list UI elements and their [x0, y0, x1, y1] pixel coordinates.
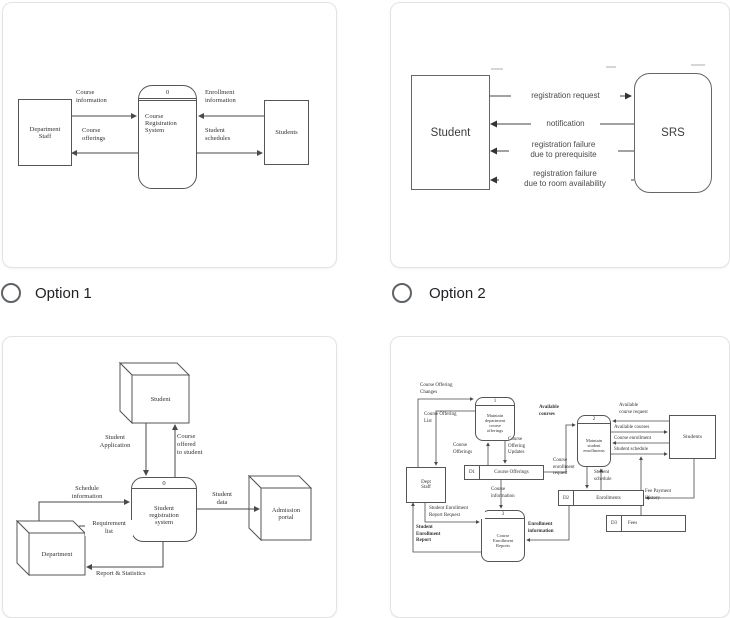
flow-label-course-offering-list: Course Offering List [424, 412, 457, 424]
process-course-enrollment-reports: 3 Course Enrollment Reports [481, 510, 525, 562]
datastore-enrollments: D2 Enrollments [558, 490, 644, 506]
datastore2-id: D2 [559, 491, 574, 505]
entity-admission-portal-cube: Admission portal [271, 507, 301, 521]
radio-option2[interactable] [392, 283, 412, 303]
flow-label-available-course-request: Available course request [619, 403, 648, 415]
flow-label-registration-failure-room: registration failure due to room availab… [499, 169, 631, 190]
flow-label-registration-request: registration request [511, 91, 620, 102]
process1-number: 1 [476, 398, 514, 406]
entity-students: Students [669, 415, 716, 459]
flow-label-available-courses: Available courses [539, 405, 559, 417]
flow-label-enrollment-information: Enrollment information [205, 89, 236, 105]
process-number: 0 [139, 86, 196, 101]
flow-label-course-information: Course information [491, 487, 515, 499]
process-number: 0 [132, 478, 196, 489]
datastore1-name: Course Offerings [494, 470, 529, 475]
flow-label-course-offering-changes: Course Offering Changes [420, 383, 453, 395]
entity-student-cube: Student [150, 395, 171, 403]
process-student-registration-system: 0 Student registration system [131, 477, 197, 542]
datastore3-id: D3 [607, 516, 622, 531]
flow-label-student-data: Student data [212, 491, 232, 507]
process-label: Student registration system [149, 504, 179, 526]
flow-label-student-schedules: Student schedules [205, 127, 231, 143]
flow-label-course-information: Course information [76, 89, 107, 105]
process3-number: 3 [482, 511, 524, 519]
flow-label-course-offerings: Course offerings [82, 127, 106, 143]
flow-label-course-offered: Course offered to student [177, 433, 203, 457]
flow-label-registration-failure-prerequisite: registration failure due to prerequisite [509, 140, 618, 161]
entity-department-cube: Department [41, 550, 73, 558]
process3-label: Course Enrollment Reports [492, 532, 514, 548]
datastore-course-offerings: D1 Course Offerings [464, 465, 544, 480]
flow-label-student-schedule-out: Student schedule [614, 447, 649, 452]
process1-label: Maintain department course offerings [484, 413, 506, 433]
process2-number: 2 [578, 416, 610, 424]
flow-label-enrollment-report-request: Student Enrollment Report Request [429, 506, 485, 519]
entity-department-staff: Department Staff [18, 99, 72, 166]
flow-label-notification: notification [531, 119, 600, 130]
datastore-fees: D3 Fees [606, 515, 686, 532]
flow-label-course-enrollment: Course enrollment [614, 436, 652, 441]
process-course-registration-system: 0 Course Registration System [138, 85, 197, 189]
option2-diagram-card: Student SRS registration request notific… [390, 2, 730, 268]
entity-students: Students [264, 100, 309, 165]
flow-label-enrollment-report: Student Enrollment Report [416, 525, 441, 543]
option4-diagram-card: 1 Maintain department course offerings 2… [390, 336, 730, 618]
flow-label-course-enrollment-request: Course enrollment request [553, 458, 575, 476]
process-srs: SRS [634, 73, 712, 193]
process2-label: Maintain student enrollments [583, 437, 605, 453]
option1-diagram-card: Department Staff 0 Course Registration S… [2, 2, 337, 268]
process-label: Course Registration System [145, 113, 177, 134]
process-maintain-course-offerings: 1 Maintain department course offerings [475, 397, 515, 441]
entity-student: Student [411, 75, 490, 190]
flow-label-student-application: Student Application [99, 434, 131, 450]
flow-label-student-schedule-store: Student schedule [594, 470, 612, 482]
flow-label-schedule-information: Schedule information [71, 485, 103, 501]
flow-label-fee-payment-history: Fee Payment History [645, 489, 671, 501]
flow-label-enrollment-information: Enrollment information [528, 522, 554, 534]
radio-option2-label[interactable]: Option 2 [429, 285, 486, 302]
datastore2-name: Enrollments [596, 495, 621, 501]
datastore3-name: Fees [628, 521, 638, 526]
process-maintain-student-enrollments: 2 Maintain student enrollments [577, 415, 611, 467]
radio-option1[interactable] [1, 283, 21, 303]
flow-label-course-offering-updates: Course Offering Updates [508, 437, 526, 455]
flow-label-report-statistics: Report & Statistics [96, 570, 146, 577]
radio-option1-label[interactable]: Option 1 [35, 285, 92, 302]
flow-label-requirement-list: Requirement list [85, 520, 133, 537]
datastore1-id: D1 [465, 466, 480, 479]
flow-label-course-offerings: Course Offerings [453, 443, 473, 455]
option3-diagram-card: Student 0 Student registration system Ad… [2, 336, 337, 618]
entity-dept-staff: Dept Staff [406, 467, 446, 503]
flow-label-available-courses-out: Available courses [614, 425, 650, 430]
